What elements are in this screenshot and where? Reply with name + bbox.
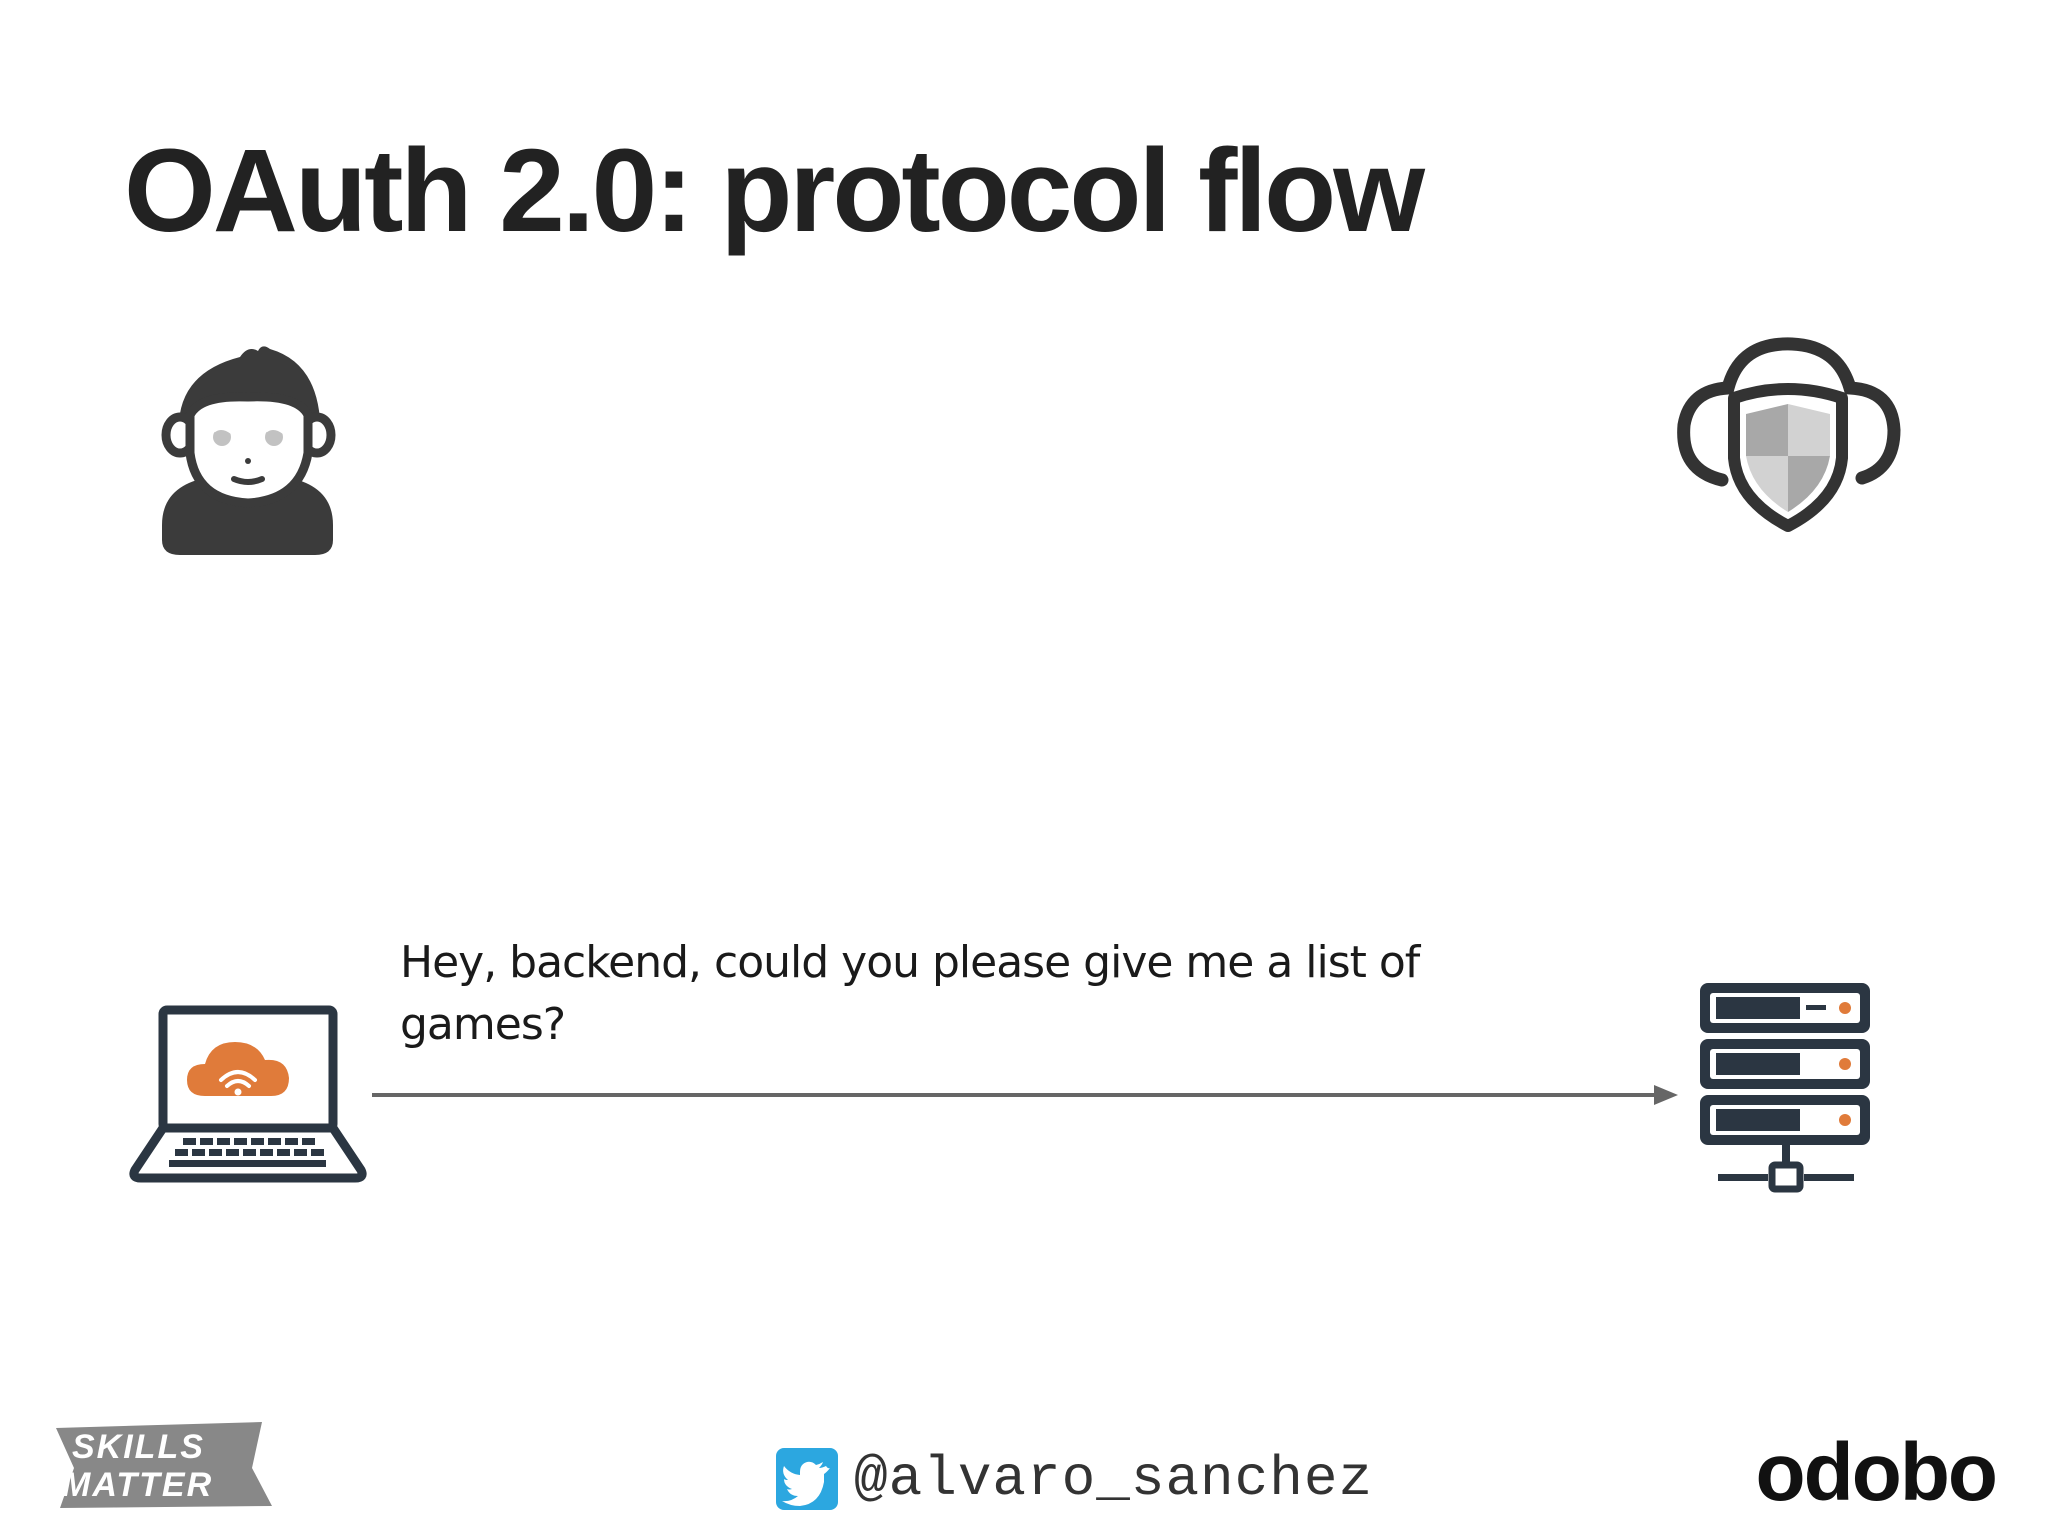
svg-text:MATTER: MATTER xyxy=(62,1466,213,1504)
twitter-handle[interactable]: @alvaro_sanchez xyxy=(776,1444,1373,1514)
twitter-handle-text: @alvaro_sanchez xyxy=(854,1447,1374,1511)
skills-matter-logo: SKILLS MATTER xyxy=(52,1418,277,1513)
odobo-logo: odobo xyxy=(1755,1427,1998,1518)
svg-text:SKILLS: SKILLS xyxy=(72,1428,205,1466)
person-icon xyxy=(140,335,355,565)
laptop-cloud-icon xyxy=(125,1000,370,1185)
twitter-icon xyxy=(776,1448,838,1510)
server-rack-icon xyxy=(1690,975,1890,1210)
request-arrow xyxy=(372,1080,1682,1110)
message-label: Hey, backend, could you please give me a… xyxy=(400,937,1420,1050)
slide-title: OAuth 2.0: protocol flow xyxy=(124,125,1425,257)
cloud-shield-icon xyxy=(1670,330,1905,540)
